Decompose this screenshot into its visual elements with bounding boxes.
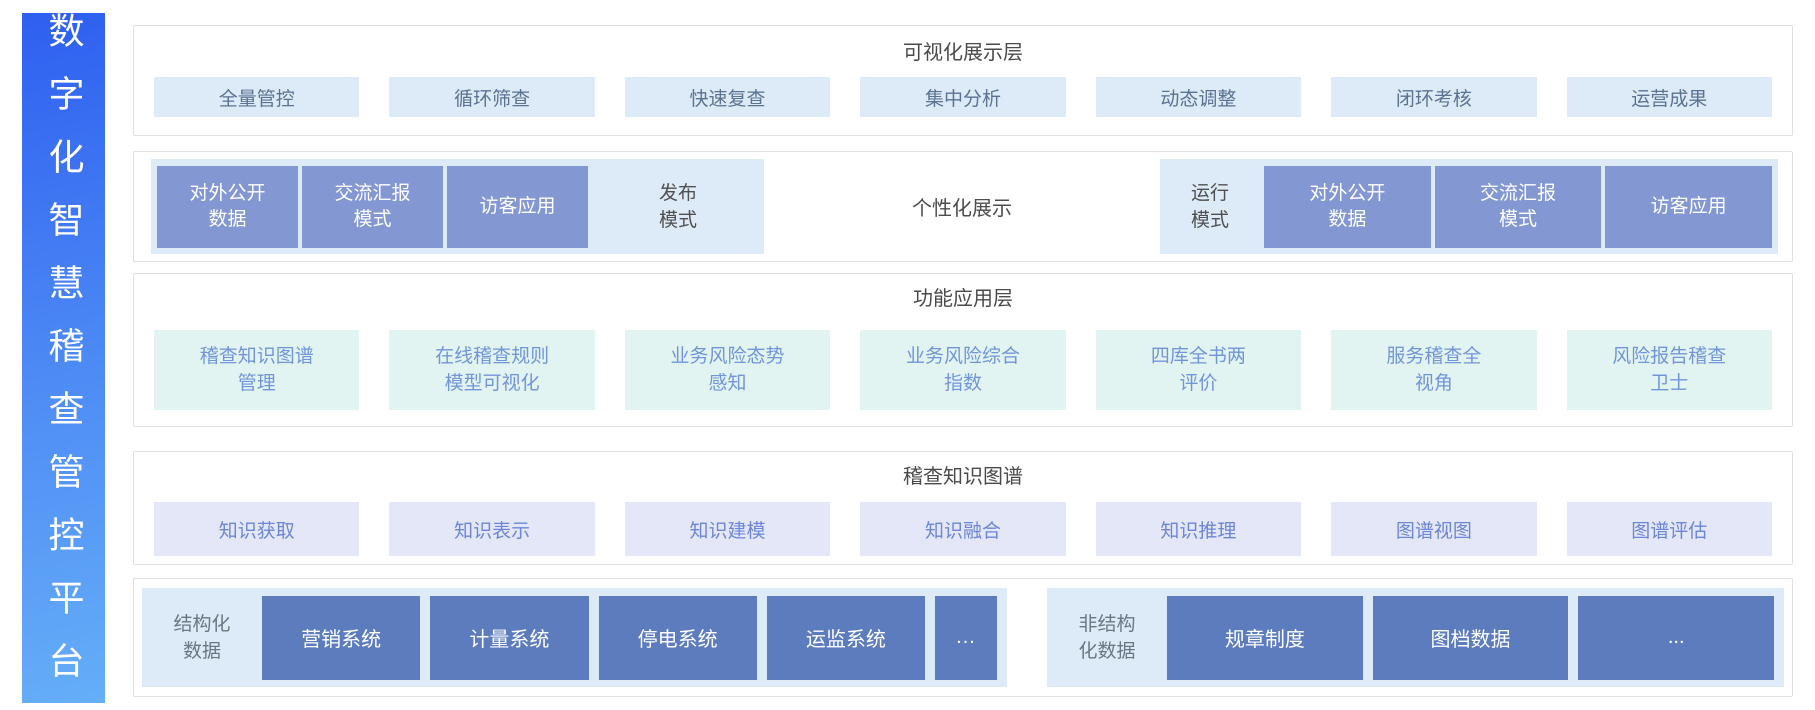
run-mode-item: 访客应用 [1605,165,1773,248]
visualization-item: 快速复查 [624,77,831,117]
visualization-item: 全量管控 [154,77,360,117]
function-item: 四库全书两 评价 [1095,330,1302,410]
unstructured-data-group: 非结构 化数据 规章制度 图档数据 ... [1047,588,1784,687]
structured-data-label: 结构化 数据 [173,613,231,662]
visualization-item: 动态调整 [1095,77,1302,117]
function-item: 服务稽查全 视角 [1331,330,1537,410]
run-mode-group: 运行 模式 对外公开 数据 交流汇报 模式 访客应用 [1160,159,1778,254]
publish-mode-label: 发布 模式 [658,182,697,231]
function-item: 业务风险态势 感知 [624,330,831,410]
publish-mode-item: 访客应用 [447,165,588,248]
visualization-item: 循环筛查 [389,77,595,117]
unstructured-data-label: 非结构 化数据 [1078,613,1136,662]
layer-display-modes: 对外公开 数据 交流汇报 模式 访客应用 发布 模式 个性化展示 运行 模式 对… [133,151,1793,262]
knowledge-item: 图谱评估 [1566,502,1772,556]
knowledge-item: 知识建模 [624,502,831,556]
run-mode-item: 对外公开 数据 [1264,165,1431,248]
function-item: 在线稽查规则 模型可视化 [389,330,595,410]
function-item: 业务风险综合 指数 [860,330,1066,410]
publish-mode-item: 对外公开 数据 [157,165,298,248]
architecture-diagram: 可视化展示层 全量管控 循环筛查 快速复查 集中分析 动态调整 闭环考核 运营成… [133,25,1793,697]
knowledge-item: 知识推理 [1095,502,1302,556]
structured-system-more: ... [935,595,997,680]
knowledge-item: 知识融合 [860,502,1066,556]
layer-visualization-title: 可视化展示层 [903,42,1023,64]
publish-mode-group: 对外公开 数据 交流汇报 模式 访客应用 发布 模式 [151,159,764,254]
layer-knowledge-graph: 稽查知识图谱 知识获取 知识表示 知识建模 知识融合 知识推理 图谱视图 图谱评… [133,451,1793,565]
layer-data-sources: 结构化 数据 营销系统 计量系统 停电系统 运监系统 ... 非结构 化数据 规… [133,578,1793,697]
visualization-item: 集中分析 [860,77,1066,117]
function-item: 稽查知识图谱 管理 [154,330,360,410]
unstructured-source: 图档数据 [1372,595,1569,680]
run-mode-label: 运行 模式 [1190,182,1229,231]
structured-data-group: 结构化 数据 营销系统 计量系统 停电系统 运监系统 ... [142,588,1007,687]
unstructured-source-more: ... [1578,595,1775,680]
structured-system: 计量系统 [430,595,589,680]
structured-system: 停电系统 [598,595,757,680]
function-item: 风险报告稽查 卫士 [1566,330,1772,410]
function-items: 稽查知识图谱 管理 在线稽查规则 模型可视化 业务风险态势 感知 业务风险综合 … [134,330,1792,410]
visualization-item: 闭环考核 [1331,77,1537,117]
knowledge-item: 图谱视图 [1331,502,1537,556]
platform-banner: 数字化智慧稽查管控平台 [22,11,105,705]
knowledge-item: 知识表示 [389,502,595,556]
personalized-display-label: 个性化展示 [912,198,1012,220]
layer-function-title: 功能应用层 [913,288,1013,310]
knowledge-items: 知识获取 知识表示 知识建模 知识融合 知识推理 图谱视图 图谱评估 [134,502,1792,556]
publish-mode-item: 交流汇报 模式 [302,165,443,248]
layer-knowledge-graph-title: 稽查知识图谱 [903,466,1023,488]
structured-system: 运监系统 [766,595,925,680]
platform-title: 数字化智慧稽查管控平台 [43,11,85,705]
layer-visualization: 可视化展示层 全量管控 循环筛查 快速复查 集中分析 动态调整 闭环考核 运营成… [133,25,1793,136]
structured-system: 营销系统 [262,595,421,680]
run-mode-item: 交流汇报 模式 [1434,165,1602,248]
knowledge-item: 知识获取 [154,502,360,556]
layer-function: 功能应用层 稽查知识图谱 管理 在线稽查规则 模型可视化 业务风险态势 感知 业… [133,273,1793,427]
visualization-item: 运营成果 [1566,77,1772,117]
visualization-items: 全量管控 循环筛查 快速复查 集中分析 动态调整 闭环考核 运营成果 [134,77,1792,117]
unstructured-source: 规章制度 [1167,595,1363,680]
